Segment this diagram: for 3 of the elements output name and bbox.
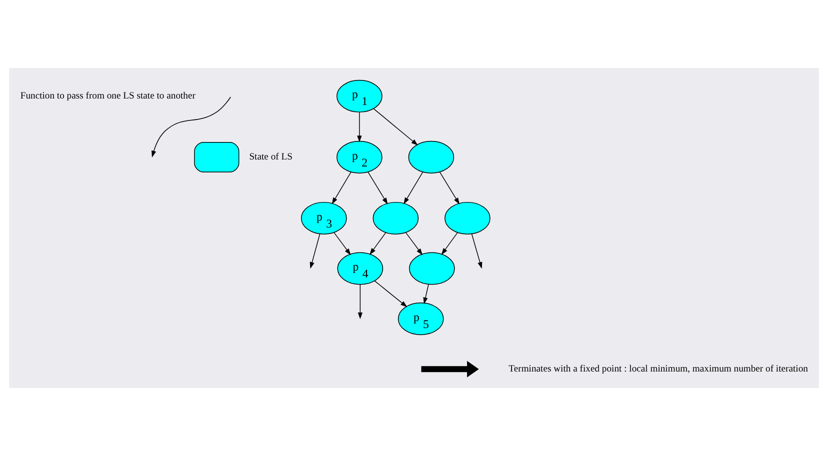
legend-label: Function to pass from one LS state to another [20,90,196,102]
legend-label: State of LS [249,151,292,162]
legend-label: Terminates with a fixed point : local minimum, maximum number of iteration [508,363,808,374]
